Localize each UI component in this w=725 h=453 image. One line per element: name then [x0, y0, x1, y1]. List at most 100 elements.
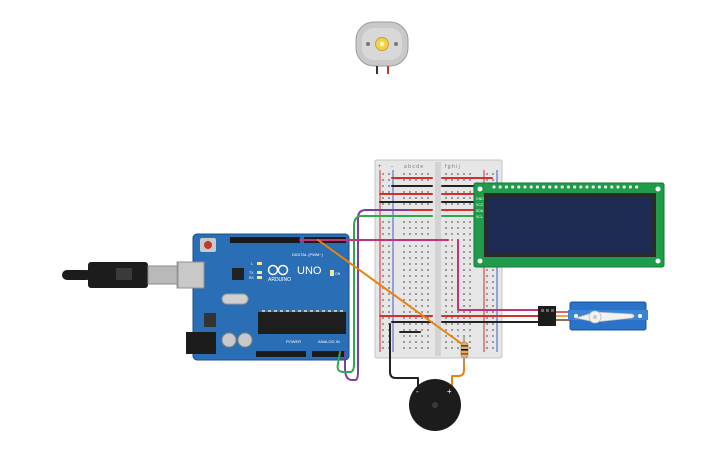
bb-hole [445, 317, 447, 319]
bb-hole [421, 257, 423, 259]
bb-hole [445, 269, 447, 271]
bb-hole [421, 245, 423, 247]
bb-rail-hole [382, 257, 384, 259]
bb-hole [403, 287, 405, 289]
dc-motor[interactable] [355, 21, 409, 74]
bb-hole [451, 341, 453, 343]
bb-hole [421, 329, 423, 331]
arduino-uno[interactable]: ARDUINO UNO DIGITAL (PWM~) POWER ANALOG … [177, 233, 350, 361]
bb-hole [469, 221, 471, 223]
bb-rail-hole [492, 173, 494, 175]
lcd-pin-gnd: GND [476, 197, 484, 201]
servo-motor[interactable] [538, 301, 648, 331]
bb-hole [415, 263, 417, 265]
bb-rail-hole [486, 275, 488, 277]
bb-hole [463, 257, 465, 259]
bb-hole [445, 251, 447, 253]
bb-rail-hole [382, 245, 384, 247]
bb-hole [469, 329, 471, 331]
bb-rail-hole [486, 173, 488, 175]
bb-hole [415, 203, 417, 205]
bb-hole [469, 335, 471, 337]
bb-hole [421, 347, 423, 349]
bb-hole [445, 281, 447, 283]
bb-hole [463, 221, 465, 223]
bb-hole [451, 173, 453, 175]
bb-hole [457, 179, 459, 181]
bb-hole [415, 179, 417, 181]
bb-hole [403, 269, 405, 271]
bb-hole [421, 323, 423, 325]
bb-rail-hole [486, 311, 488, 313]
arduino-logo-text: ARDUINO [268, 277, 291, 283]
bb-hole [403, 341, 405, 343]
bb-hole [415, 335, 417, 337]
lcd-pin-sda: SDA [476, 209, 484, 213]
bb-hole [451, 317, 453, 319]
bb-rail-hole [492, 299, 494, 301]
bb-rail-hole [382, 317, 384, 319]
led-tx-label: TX [249, 271, 254, 275]
bb-hole [427, 197, 429, 199]
bb-hole [403, 245, 405, 247]
bb-rail-hole [382, 347, 384, 349]
bb-hole [451, 305, 453, 307]
bb-hole [415, 245, 417, 247]
resistor[interactable] [460, 336, 469, 364]
bb-hole [421, 275, 423, 277]
bb-hole [415, 227, 417, 229]
bb-hole [463, 329, 465, 331]
bb-hole [409, 287, 411, 289]
lcd-header-pin [554, 185, 558, 189]
bb-hole [421, 281, 423, 283]
bb-hole [457, 197, 459, 199]
bb-hole [451, 281, 453, 283]
bb-hole [415, 341, 417, 343]
wires[interactable] [299, 177, 541, 389]
bb-hole [451, 329, 453, 331]
wire-buzzer-orange [451, 351, 465, 389]
bb-hole [445, 191, 447, 193]
bb-hole [445, 179, 447, 181]
bb-hole [403, 191, 405, 193]
bb-hole [409, 257, 411, 259]
bb-hole [445, 263, 447, 265]
bb-rail-hole [492, 287, 494, 289]
bb-hole [457, 227, 459, 229]
bb-rail-hole [382, 233, 384, 235]
bb-hole [409, 233, 411, 235]
bb-rail-hole [492, 311, 494, 313]
bb-hole [403, 173, 405, 175]
lcd-header-pin [604, 185, 608, 189]
bb-hole [469, 323, 471, 325]
bb-hole [451, 299, 453, 301]
bb-hole [451, 191, 453, 193]
bb-hole [445, 197, 447, 199]
bb-hole [427, 323, 429, 325]
bb-hole [427, 293, 429, 295]
bb-hole [451, 245, 453, 247]
bb-hole [427, 179, 429, 181]
bb-hole [457, 173, 459, 175]
bb-hole [445, 341, 447, 343]
bb-rail-hole [382, 329, 384, 331]
bb-hole [469, 197, 471, 199]
bb-hole [409, 347, 411, 349]
bb-hole [415, 317, 417, 319]
piezo-buzzer[interactable]: - + [409, 379, 461, 431]
usb-cable[interactable] [62, 261, 198, 289]
bb-hole [445, 311, 447, 313]
bb-rail-hole [486, 299, 488, 301]
reset-button [204, 241, 212, 249]
bb-hole [403, 293, 405, 295]
bb-hole [445, 275, 447, 277]
bb-rail-hole [382, 293, 384, 295]
bb-hole [409, 203, 411, 205]
wire-magenta-2 [457, 239, 541, 311]
bb-hole [403, 305, 405, 307]
bb-hole [463, 269, 465, 271]
bb-hole [469, 245, 471, 247]
lcd-display[interactable]: GND VCC SDA SCL [473, 182, 665, 268]
lcd-header-pin [566, 185, 571, 189]
